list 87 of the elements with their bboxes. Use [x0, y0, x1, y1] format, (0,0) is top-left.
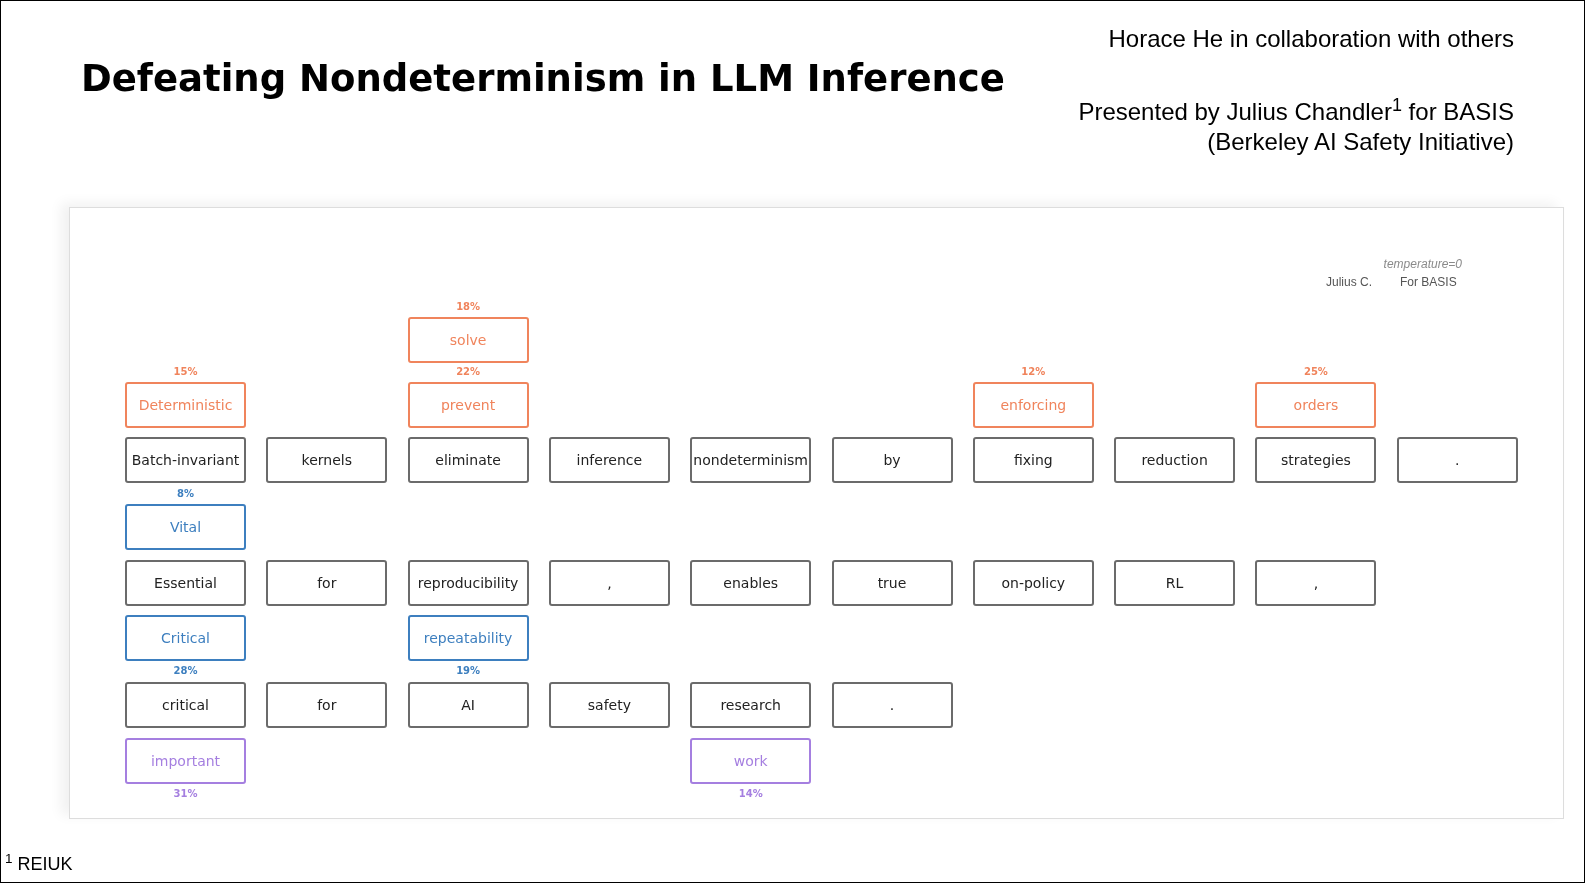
token-text: true: [877, 573, 907, 593]
token-text: eliminate: [435, 450, 501, 470]
token-box: [972, 437, 1094, 483]
token-text: enforcing: [1000, 395, 1067, 415]
token-text: enables: [723, 573, 779, 593]
text-note: Julius C.: [1326, 274, 1372, 291]
token-box: [407, 382, 529, 428]
token-text: for: [317, 695, 337, 715]
probability-label: 14%: [737, 788, 764, 800]
token-text: reduction: [1141, 450, 1208, 470]
token-text: on-policy: [1001, 573, 1066, 593]
probability-label: 19%: [455, 665, 482, 677]
token-box: [266, 682, 388, 728]
token-text: strategies: [1280, 450, 1351, 470]
token-box: [407, 560, 529, 606]
token-box: [125, 682, 246, 728]
token-box: [125, 382, 246, 428]
token-text: Essential: [154, 573, 217, 593]
token-text: kernels: [301, 450, 352, 470]
token-box: [407, 615, 529, 661]
token-box: [972, 560, 1094, 606]
probability-label: 18%: [455, 301, 482, 313]
text-note: Presented by Julius Chandler$^{1}$ for BASIS (Berkeley AI Safety Initiative): [1077, 97, 1514, 157]
probability-label: 25%: [1302, 366, 1329, 378]
token-box: [407, 682, 529, 728]
token-text: RL: [1165, 573, 1184, 593]
token-box: [266, 437, 388, 483]
token-text: work: [733, 751, 768, 771]
text-note: temperature=0: [1383, 256, 1462, 273]
token-text: solve: [449, 330, 487, 350]
token-box: [831, 560, 953, 606]
token-text: Deterministic: [138, 395, 233, 415]
token-text: Critical: [161, 628, 210, 648]
token-text: research: [720, 695, 781, 715]
token-text: Vital: [169, 517, 202, 537]
token-box: [548, 560, 670, 606]
token-box: [690, 738, 812, 784]
token-box: [1114, 437, 1236, 483]
token-box: [407, 317, 529, 363]
token-box: [831, 682, 953, 728]
token-box: [125, 437, 246, 483]
token-text: Batch-invariant: [131, 450, 240, 470]
token-box: [972, 382, 1094, 428]
token-box: [125, 738, 246, 784]
token-box: [407, 437, 529, 483]
token-box: [1255, 437, 1377, 483]
token-text: reproducibility: [417, 573, 519, 593]
token-box: [831, 437, 953, 483]
probability-label: 28%: [172, 665, 199, 677]
probability-label: 31%: [172, 788, 199, 800]
token-text: AI: [461, 695, 475, 715]
token-text: prevent: [441, 395, 496, 415]
text-note: Horace He in collaboration with others: [1107, 24, 1514, 54]
probability-label: 22%: [455, 366, 482, 378]
token-text: ,: [1313, 573, 1319, 593]
token-box: [548, 437, 670, 483]
token-text: repeatability: [423, 628, 513, 648]
token-text: safety: [587, 695, 631, 715]
token-text: nondeterminism: [693, 450, 808, 470]
token-text: .: [1454, 450, 1460, 470]
token-text: orders: [1293, 395, 1339, 415]
token-box: [125, 615, 246, 661]
text-note: For BASIS: [1400, 274, 1457, 291]
token-text: fixing: [1013, 450, 1053, 470]
token-box: [548, 682, 670, 728]
token-text: .: [889, 695, 895, 715]
token-text: inference: [576, 450, 643, 470]
token-box: [690, 437, 812, 483]
probability-label: 12%: [1020, 366, 1047, 378]
probability-label: 15%: [172, 366, 199, 378]
token-text: ,: [607, 573, 612, 593]
token-box: [1255, 560, 1377, 606]
token-box: [266, 560, 388, 606]
token-box: [1255, 382, 1377, 428]
token-box: [690, 682, 812, 728]
token-text: for: [317, 573, 337, 593]
slide-title: Defeating Nondeterminism in LLM Inference: [81, 56, 1005, 102]
token-box: [690, 560, 812, 606]
token-box: [1114, 560, 1236, 606]
token-text: important: [150, 751, 221, 771]
token-box: [125, 560, 246, 606]
token-box: [1396, 437, 1518, 483]
token-box: [125, 504, 246, 550]
token-text: by: [883, 450, 901, 470]
text-note: $^{1}$ REIUK: [5, 851, 73, 876]
probability-label: 8%: [176, 488, 195, 500]
token-text: critical: [162, 695, 209, 715]
